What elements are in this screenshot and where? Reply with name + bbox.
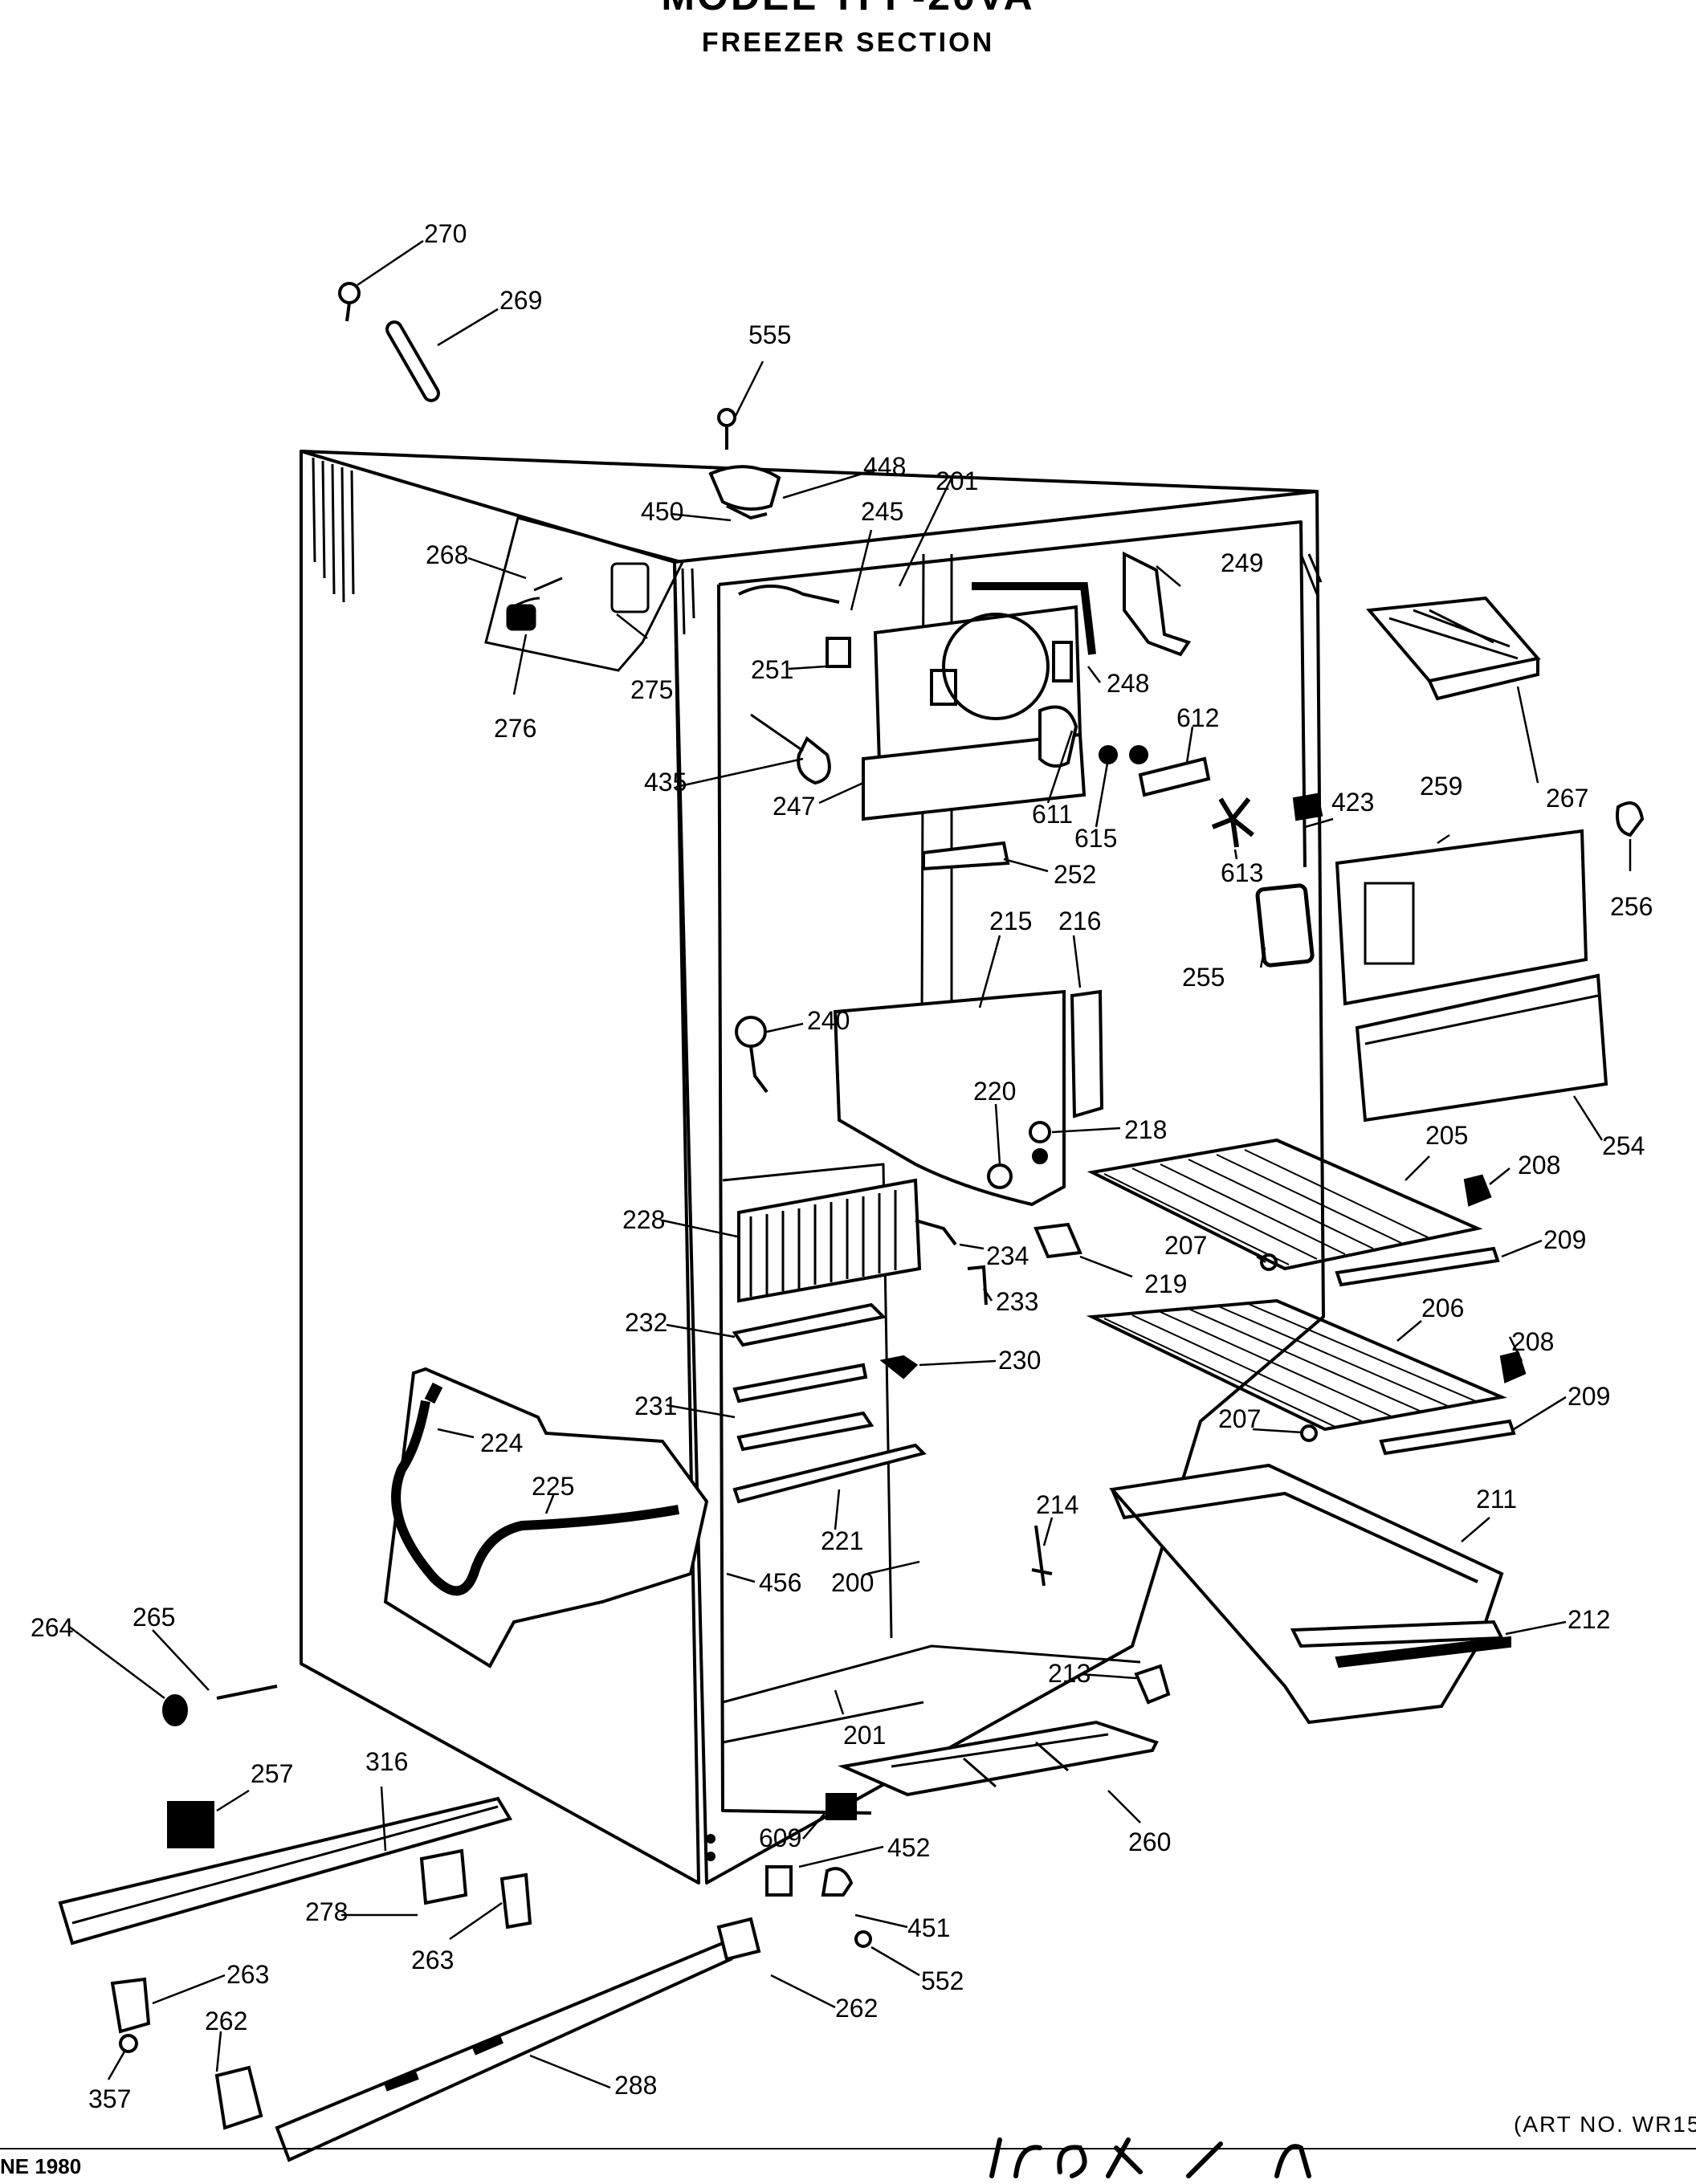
callout-450: 450 (641, 497, 683, 526)
callout-207-upper: 207 (1164, 1231, 1207, 1260)
callout-249: 249 (1221, 548, 1263, 577)
loose-top-parts (338, 282, 781, 520)
callout-257: 257 (251, 1759, 293, 1788)
heater-inset (383, 1367, 709, 1669)
callout-267: 267 (1546, 784, 1588, 813)
callout-612: 612 (1176, 703, 1219, 732)
callout-220: 220 (973, 1077, 1016, 1106)
callout-215: 215 (989, 907, 1032, 935)
callout-211: 211 (1476, 1485, 1517, 1514)
callout-255: 255 (1182, 963, 1225, 992)
callout-201-bottom: 201 (843, 1721, 886, 1750)
callout-225: 225 (532, 1472, 574, 1501)
callout-452: 452 (887, 1833, 930, 1862)
callout-234: 234 (986, 1241, 1029, 1270)
callout-278: 278 (305, 1897, 348, 1926)
basket-group (765, 1463, 1511, 1897)
control-panel-group (484, 516, 685, 672)
callout-276: 276 (494, 714, 536, 743)
callout-219: 219 (1144, 1269, 1187, 1298)
callout-288: 288 (614, 2071, 657, 2100)
callout-613: 613 (1221, 858, 1263, 887)
callout-254: 254 (1602, 1131, 1645, 1160)
evaporator-group (732, 1178, 988, 1504)
callout-248: 248 (1107, 669, 1149, 698)
callout-208-upper: 208 (1518, 1151, 1560, 1180)
callout-218: 218 (1124, 1115, 1167, 1144)
callout-231: 231 (634, 1391, 677, 1420)
callout-423: 423 (1331, 788, 1374, 817)
handwritten-signature-icon (989, 2137, 1311, 2178)
callout-448: 448 (863, 452, 906, 481)
callout-316: 316 (365, 1747, 408, 1776)
liner-parts (735, 989, 1104, 1207)
callout-213: 213 (1048, 1659, 1091, 1688)
diagram-subtitle: FREEZER SECTION (701, 27, 995, 58)
callout-456: 456 (759, 1568, 801, 1597)
callout-264: 264 (31, 1613, 73, 1642)
callout-206: 206 (1421, 1294, 1464, 1322)
callout-435: 435 (644, 768, 687, 797)
callout-259: 259 (1420, 772, 1462, 801)
callout-200: 200 (831, 1568, 874, 1597)
callout-216: 216 (1058, 907, 1101, 935)
fan-housing-group (738, 551, 1211, 871)
callout-209-upper: 209 (1543, 1225, 1586, 1254)
callout-262-left: 262 (205, 2007, 247, 2035)
callout-552: 552 (921, 1966, 964, 1995)
callout-555: 555 (748, 320, 791, 349)
callout-275: 275 (630, 675, 673, 704)
callout-252: 252 (1054, 860, 1096, 889)
callout-256: 256 (1610, 892, 1653, 921)
callout-265: 265 (132, 1603, 175, 1632)
callout-269: 269 (499, 286, 542, 315)
callout-451: 451 (907, 1913, 950, 1942)
callout-251: 251 (751, 655, 793, 684)
callout-214: 214 (1036, 1490, 1078, 1519)
callout-233: 233 (996, 1287, 1038, 1316)
callout-262-right: 262 (835, 1994, 878, 2023)
callout-221: 221 (821, 1526, 863, 1555)
diagram-title: MODEL TFF-20VA (0, 0, 1696, 19)
callout-240: 240 (807, 1006, 850, 1035)
callout-207-lower: 207 (1218, 1404, 1261, 1433)
callout-209-lower: 209 (1568, 1382, 1610, 1411)
art-number: (ART NO. WR155 (1514, 2112, 1696, 2137)
callout-357: 357 (88, 2084, 131, 2113)
callout-268: 268 (426, 540, 468, 569)
callout-245: 245 (861, 497, 903, 526)
callout-228: 228 (622, 1205, 665, 1234)
callout-609: 609 (759, 1823, 801, 1852)
right-side-parts (1211, 596, 1645, 1123)
callout-labels: 270 269 555 448 450 245 201 249 268 251 … (31, 219, 1653, 2113)
callout-263-left: 263 (226, 1960, 269, 1989)
callout-232: 232 (625, 1308, 667, 1337)
callout-260: 260 (1128, 1827, 1171, 1856)
callout-224: 224 (480, 1428, 523, 1457)
callout-270: 270 (424, 219, 467, 248)
callout-230: 230 (998, 1346, 1041, 1375)
shelf-group (1034, 1138, 1527, 1456)
leader-lines (67, 239, 1632, 2089)
callout-205: 205 (1425, 1121, 1468, 1150)
callout-212: 212 (1568, 1605, 1610, 1634)
callout-615: 615 (1074, 824, 1117, 853)
callout-611: 611 (1032, 800, 1073, 829)
callout-263-mid: 263 (411, 1946, 454, 1974)
freezer-cabinet (300, 450, 1325, 1885)
callout-201-top: 201 (936, 467, 978, 495)
callout-247: 247 (773, 792, 815, 821)
callout-208-lower: 208 (1511, 1327, 1554, 1356)
revision-date: NE 1980 (0, 2154, 82, 2178)
